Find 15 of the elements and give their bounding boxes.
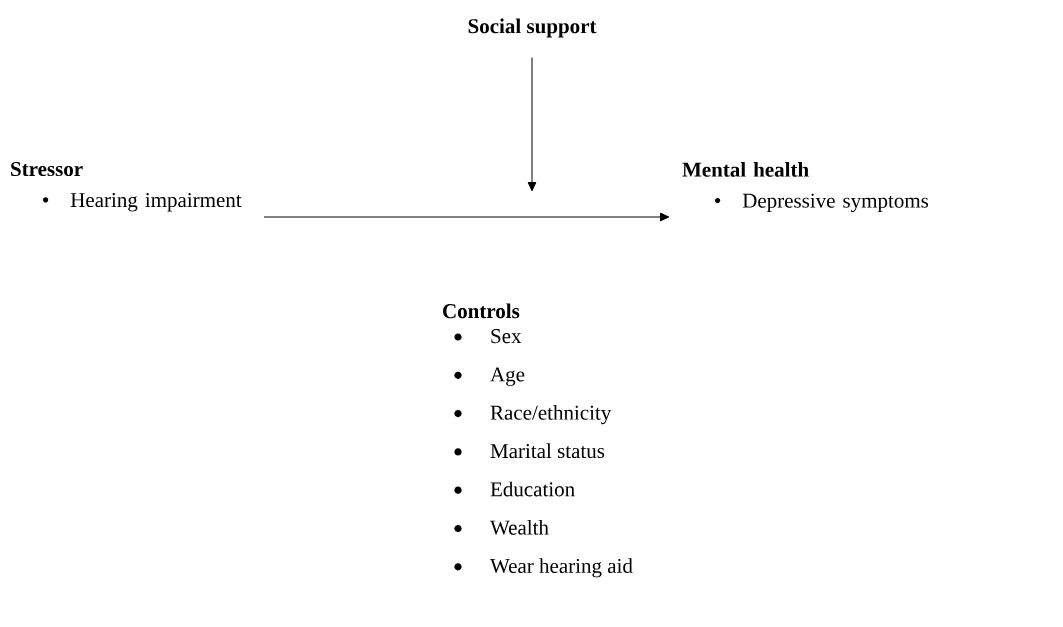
heading: Mental health [682,162,809,177]
list-item: Hearing impairment [70,193,242,212]
arrow [263,212,670,222]
list-item: Marital status [490,443,605,459]
list-item: Education [490,481,575,497]
list-item: Sex [491,329,522,344]
heading: Social support [468,18,597,38]
list-item: Race/ethnicity [490,405,612,425]
list-item: Depressive symptoms [742,193,929,213]
list-item: Wealth [490,519,549,535]
list-item: Age [490,367,525,386]
arrow [527,57,537,192]
heading: Stressor [11,162,83,177]
list-item: Wear hearing aid [490,558,633,578]
heading: Controls [443,303,520,319]
